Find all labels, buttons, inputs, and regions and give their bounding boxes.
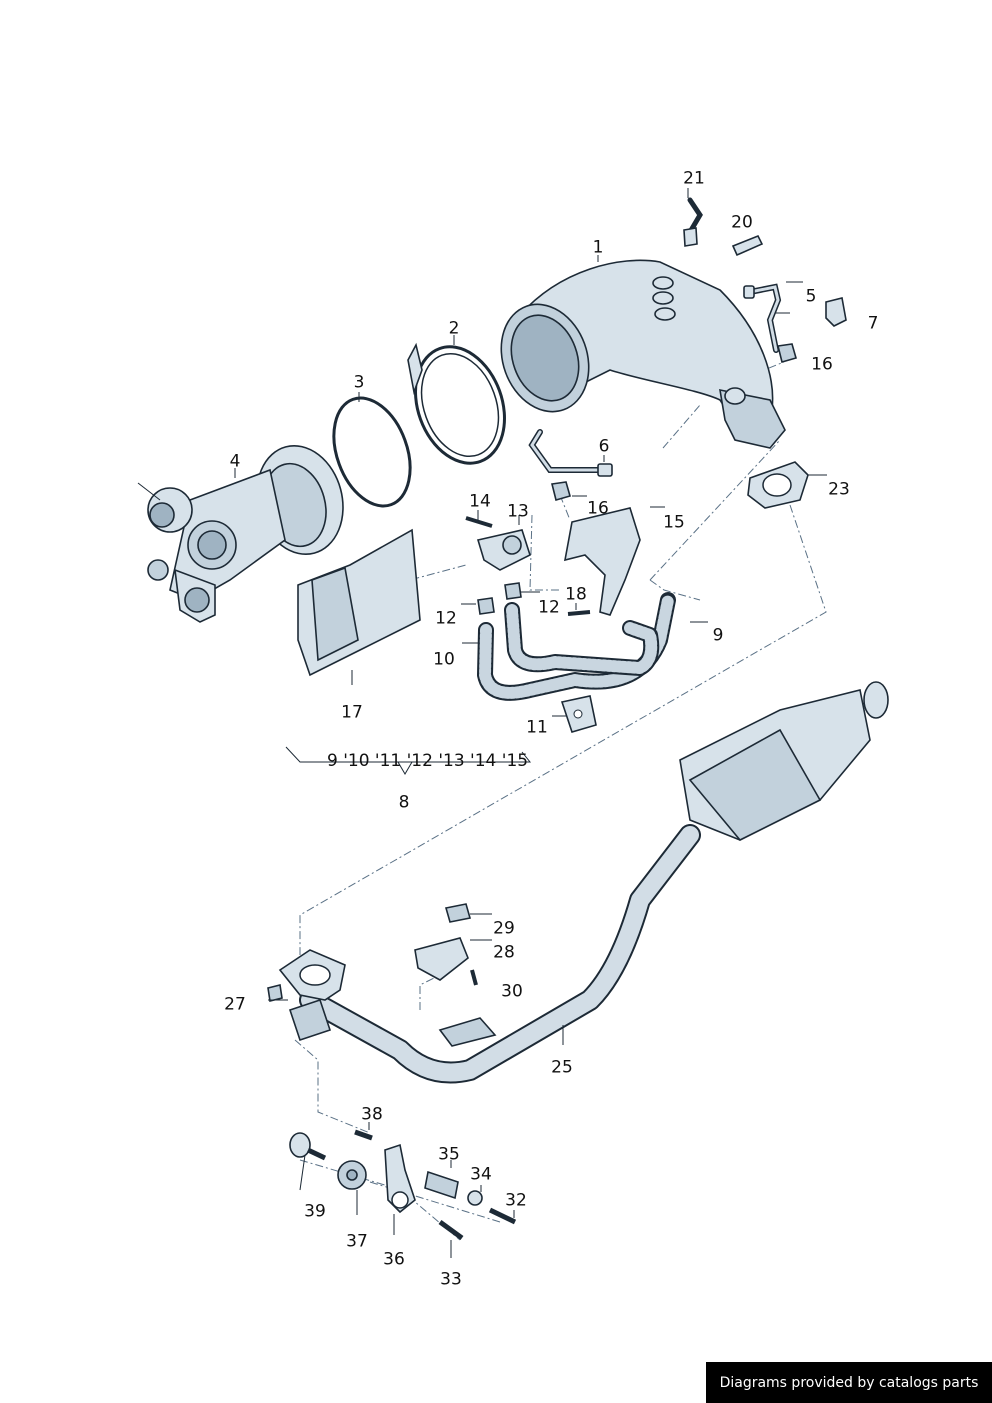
label-part-16b: 16 bbox=[587, 498, 609, 519]
catalytic-converter bbox=[500, 259, 786, 449]
label-part-5: 5 bbox=[805, 286, 817, 307]
leader-lines bbox=[234, 188, 827, 1258]
label-part-2: 2 bbox=[448, 318, 460, 339]
pressure-pipes bbox=[528, 283, 782, 477]
label-part-38: 38 bbox=[361, 1104, 383, 1125]
label-part-39: 39 bbox=[304, 1201, 326, 1222]
label-part-10: 10 bbox=[433, 649, 455, 670]
label-part-18: 18 bbox=[565, 584, 587, 605]
label-part-16a: 16 bbox=[811, 354, 833, 375]
label-part-12a: 12 bbox=[435, 608, 457, 629]
hanger-hardware bbox=[289, 1129, 517, 1241]
label-part-36: 36 bbox=[383, 1249, 405, 1270]
label-part-17: 17 bbox=[341, 702, 363, 723]
clip bbox=[825, 297, 847, 327]
label-part-29: 29 bbox=[493, 918, 515, 939]
label-part-4: 4 bbox=[229, 451, 241, 472]
nuts bbox=[551, 343, 797, 501]
label-part-11: 11 bbox=[526, 717, 548, 738]
label-part-34: 34 bbox=[470, 1164, 492, 1185]
label-part-28: 28 bbox=[493, 942, 515, 963]
egr-valve-bracket bbox=[465, 507, 641, 616]
label-part-25: 25 bbox=[551, 1057, 573, 1078]
label-part-27: 27 bbox=[224, 994, 246, 1015]
label-part-20: 20 bbox=[731, 212, 753, 233]
v-band-clamp bbox=[407, 342, 506, 465]
label-part-32: 32 bbox=[505, 1190, 527, 1211]
label-part-14: 14 bbox=[469, 491, 491, 512]
label-part-21: 21 bbox=[683, 168, 705, 189]
label-part-23: 23 bbox=[828, 479, 850, 500]
turbocharger bbox=[137, 444, 344, 623]
label-part-35: 35 bbox=[438, 1144, 460, 1165]
label-part-6: 6 bbox=[598, 436, 610, 457]
hose-bracket bbox=[560, 695, 597, 733]
sensors bbox=[683, 197, 764, 257]
label-part-8: 8 bbox=[398, 792, 410, 813]
coolant-hoses bbox=[477, 582, 676, 701]
exhaust-mount bbox=[414, 903, 478, 986]
label-part-30: 30 bbox=[501, 981, 523, 1002]
label-part-33: 33 bbox=[440, 1269, 462, 1290]
label-part-37: 37 bbox=[346, 1231, 368, 1252]
label-part-9: 9 bbox=[712, 625, 724, 646]
label-part-15: 15 bbox=[663, 512, 685, 533]
label-part-1: 1 bbox=[592, 237, 604, 258]
kit-contents-label: 9 '10 '11 '12 '13 '14 '15 bbox=[327, 751, 529, 771]
front-exhaust-pipe bbox=[278, 681, 889, 1084]
label-part-7: 7 bbox=[867, 313, 879, 334]
label-part-3: 3 bbox=[353, 372, 365, 393]
flange-nut bbox=[267, 984, 283, 1002]
heat-shield bbox=[297, 528, 421, 677]
label-part-12b: 12 bbox=[538, 597, 560, 618]
flange-gasket bbox=[747, 461, 809, 509]
credit-banner: Diagrams provided by catalogs parts bbox=[706, 1362, 992, 1403]
label-part-13: 13 bbox=[507, 501, 529, 522]
gasket-ring bbox=[332, 396, 412, 508]
